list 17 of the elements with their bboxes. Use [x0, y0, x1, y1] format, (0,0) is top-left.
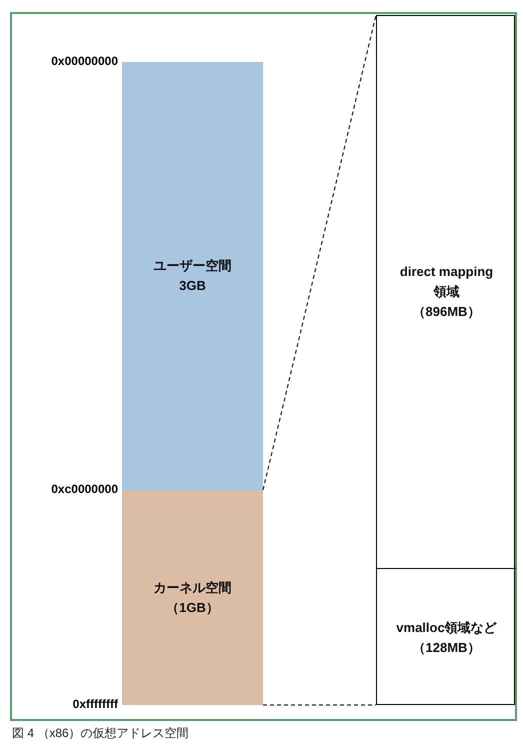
region-label: vmalloc領域など	[396, 618, 497, 637]
region-label: （896MB）	[412, 303, 480, 321]
memory-region	[122, 490, 263, 705]
dashed-line	[262, 704, 376, 706]
region-label: ユーザー空間	[154, 257, 232, 275]
caption: 図 4 （x86）の仮想アドレス空間	[12, 725, 189, 742]
region-label: （1GB）	[166, 598, 219, 616]
dashed-line	[262, 14, 376, 490]
memory-column	[376, 15, 515, 705]
region-label: direct mapping 領域	[398, 263, 494, 301]
region-label: 3GB	[179, 277, 206, 295]
address-label: 0x00000000	[50, 54, 118, 68]
memory-region	[122, 62, 263, 490]
address-label: 0xffffffff	[72, 697, 118, 711]
address-label: 0xc0000000	[50, 482, 118, 496]
region-label: カーネル空間	[154, 578, 232, 596]
region-label: （128MB）	[412, 638, 480, 656]
